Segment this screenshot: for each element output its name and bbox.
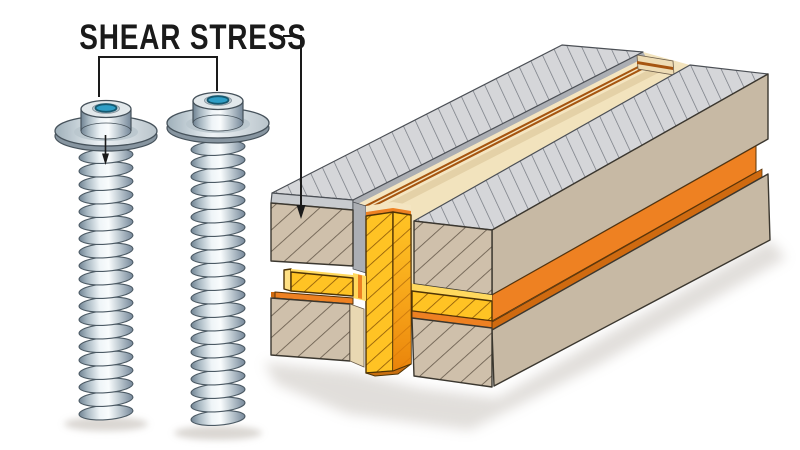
bolt-right-threads	[190, 140, 246, 426]
junction-orange-line	[358, 274, 362, 299]
yellow-plate-left-end-face	[283, 268, 292, 292]
laminate-channel	[353, 52, 690, 221]
orange-layer-left	[274, 291, 354, 305]
right-member	[404, 64, 771, 388]
steel-plate-side-strip	[353, 52, 646, 205]
left-bolt-shadow	[64, 417, 148, 431]
right-bolt-shadow	[174, 426, 262, 440]
lower-left-wood-block	[270, 297, 351, 362]
annotations: SHEAR STRESS	[79, 17, 306, 219]
upper-left-wood-block	[270, 202, 354, 267]
cast-shadows	[64, 240, 786, 440]
bolt-right	[166, 91, 270, 426]
laminate-end-cap-line	[637, 61, 673, 70]
lower-right-side-face	[491, 173, 771, 387]
bolt-shank-front	[365, 211, 394, 374]
bolt-cross-section	[365, 202, 412, 377]
shear-arrow-head	[102, 153, 109, 165]
bolt-top-cream-sliver	[366, 202, 411, 212]
beam-assembly	[270, 44, 771, 388]
page-title: SHEAR STRESS	[79, 17, 306, 57]
bolt-head-base	[192, 114, 244, 132]
laminate-glue-line	[362, 58, 655, 208]
orange-layer-left-end	[271, 292, 275, 298]
lower-left-inner-face	[349, 303, 365, 368]
blue-center	[94, 103, 118, 113]
left-member	[270, 44, 644, 274]
left-member-mid-stack	[270, 268, 366, 368]
upper-right-wood-block	[413, 220, 493, 296]
laminate-glue-line	[367, 60, 660, 209]
lower-right-wood-block	[411, 317, 493, 388]
laminate-side	[374, 62, 668, 216]
diagram-leader-line	[283, 35, 302, 206]
steel-plate-inner-face	[352, 201, 367, 274]
diagram-leader-arrowhead	[296, 205, 306, 219]
yellow-plate-left-arm	[290, 271, 354, 297]
bolt-left	[54, 99, 158, 421]
yellow-plate-left-top-face	[291, 269, 353, 278]
bolt-left-threads	[78, 148, 134, 421]
bolt-bottom-face	[365, 363, 412, 377]
right-arm-top-face	[404, 281, 492, 301]
bolt-shank-side-shade	[393, 212, 411, 371]
bolts-bracket-leader	[98, 56, 218, 97]
blue-center	[206, 95, 230, 105]
beam-shadow	[264, 240, 786, 430]
